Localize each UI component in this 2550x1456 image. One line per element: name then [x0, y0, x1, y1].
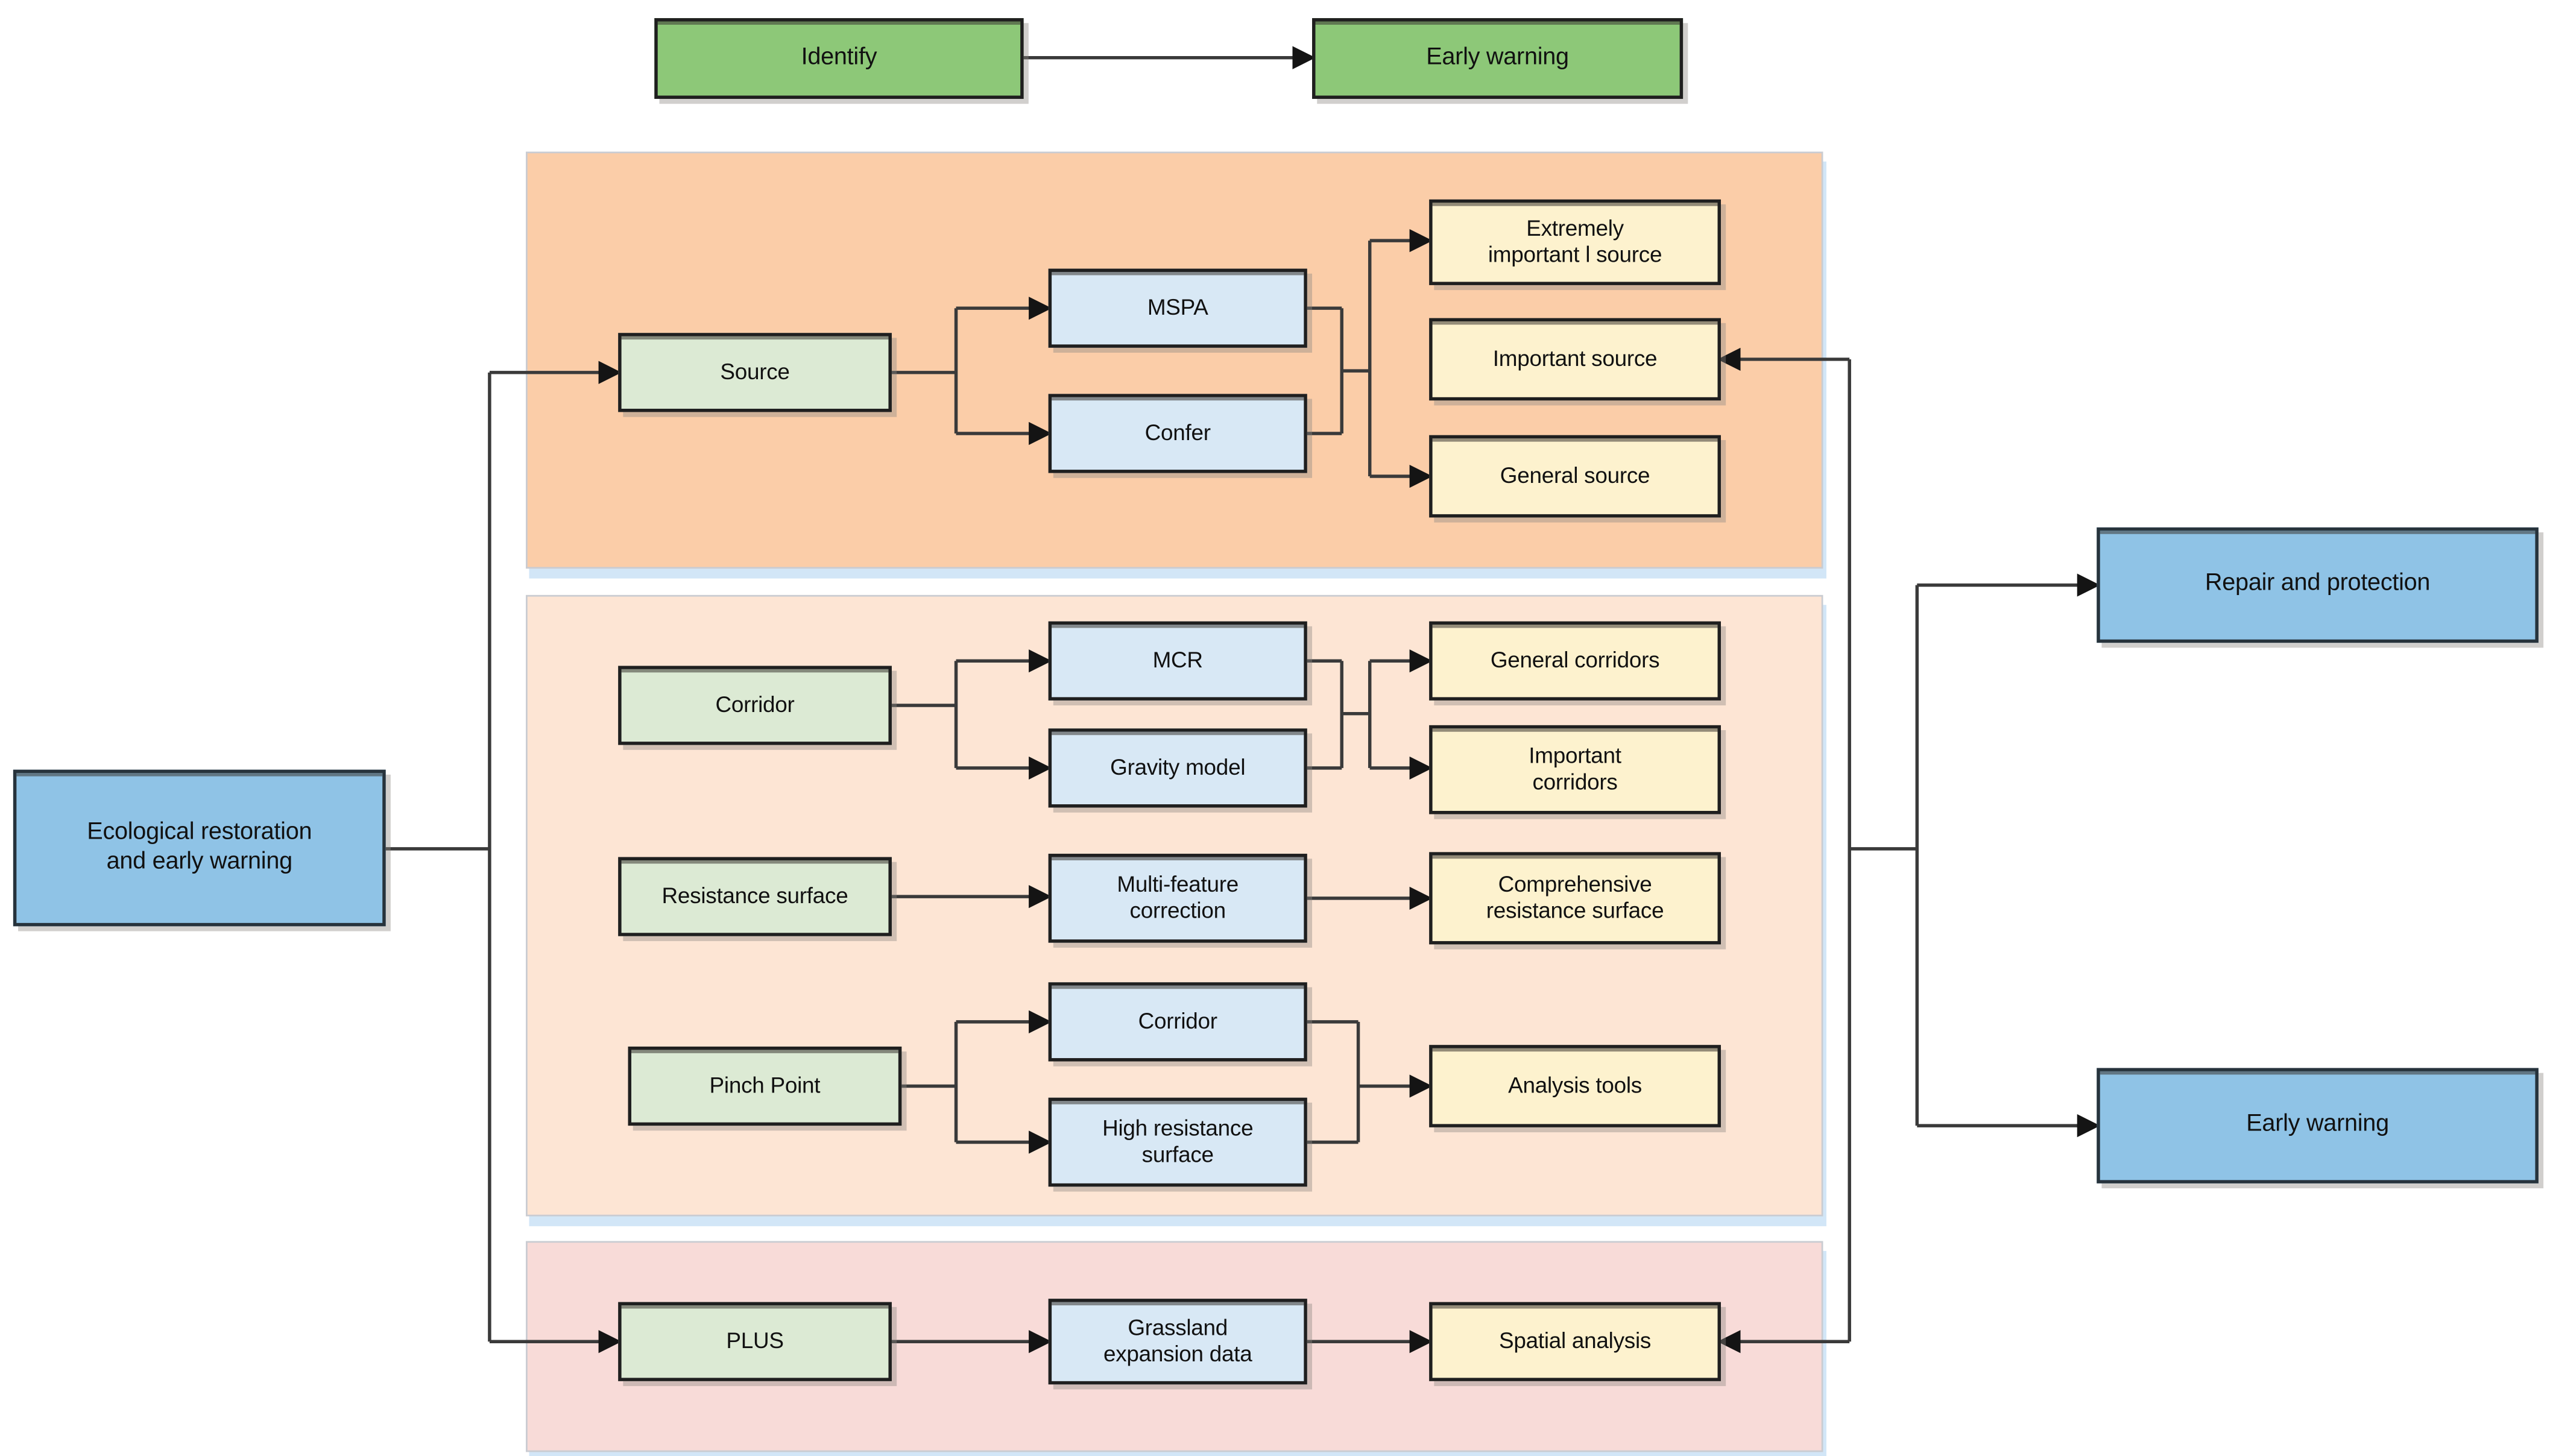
multi-feature-correction-box: Multi-feature correction [1048, 854, 1307, 943]
high-resistance-surface-box: High resistance surface [1048, 1097, 1307, 1187]
repair-and-protection-box: Repair and protection [2097, 527, 2539, 643]
corridor-2-box: Corridor [1048, 982, 1307, 1062]
analysis-tools-box: Analysis tools [1429, 1045, 1721, 1127]
general-corridors-box: General corridors [1429, 621, 1721, 701]
extremely-important-source-box: Extremely important l source [1429, 199, 1721, 285]
comprehensive-resistance-surface-box: Comprehensive resistance surface [1429, 852, 1721, 945]
important-corridors-box: Important corridors [1429, 725, 1721, 815]
important-source-box: Important source [1429, 318, 1721, 401]
spatial-analysis-box: Spatial analysis [1429, 1302, 1721, 1381]
early-warning-top-box: Early warning [1312, 18, 1684, 99]
gravity-model-box: Gravity model [1048, 728, 1307, 808]
mspa-box: MSPA [1048, 268, 1307, 348]
plus-box: PLUS [618, 1302, 892, 1381]
confer-box: Confer [1048, 394, 1307, 473]
source-box: Source [618, 333, 892, 412]
ecological-restoration-box: Ecological restoration and early warning [13, 769, 386, 927]
mcr-box: MCR [1048, 621, 1307, 701]
resistance-surface-box: Resistance surface [618, 857, 892, 936]
grassland-expansion-data-box: Grassland expansion data [1048, 1299, 1307, 1385]
general-source-box: General source [1429, 435, 1721, 518]
identify-box: Identify [654, 18, 1024, 99]
corridor-box: Corridor [618, 666, 892, 745]
early-warning-right-box: Early warning [2097, 1068, 2539, 1183]
pinch-point-box: Pinch Point [628, 1046, 902, 1126]
